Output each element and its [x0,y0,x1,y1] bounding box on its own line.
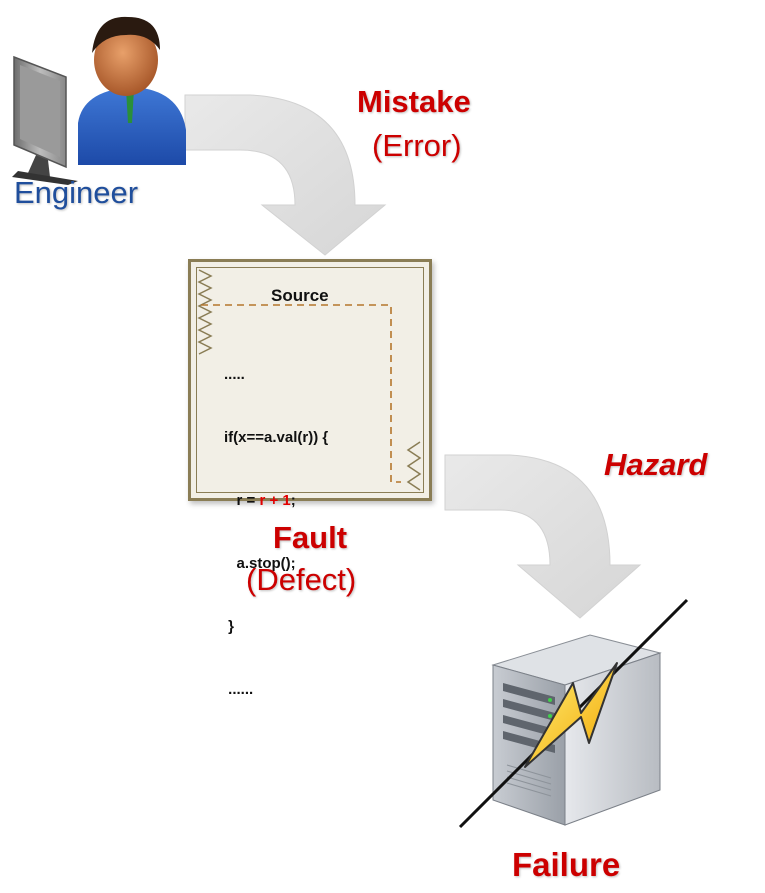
code-line: a.stop(); [224,555,296,572]
mistake-label: Mistake [357,84,471,119]
hazard-arrow [444,454,642,619]
code-line: if(x==a.val(r)) { [224,429,329,446]
source-title: Source [271,286,329,305]
defect-label: (Defect) [246,562,357,597]
failure-label: Failure [512,846,621,883]
engineer-label: Engineer [14,175,139,210]
dashed-frame [201,304,401,483]
code-line: r = r + 1; [224,492,296,509]
engineer-icon [12,16,186,185]
perforation-right [406,441,422,491]
code-line: ..... [224,366,245,383]
code-line: } [224,618,235,635]
error-label: (Error) [372,128,462,163]
hazard-label: Hazard [604,447,708,482]
server-failure-icon [458,598,689,829]
code-line: ...... [224,681,254,698]
source-card: Source ..... if(x==a.val(r)) { r = r + 1… [188,259,432,698]
fault-label: Fault [273,520,348,555]
code-block: ..... if(x==a.val(r)) { r = r + 1; a.sto… [224,322,328,742]
mistake-arrow [184,94,387,256]
perforation-left [197,269,213,355]
